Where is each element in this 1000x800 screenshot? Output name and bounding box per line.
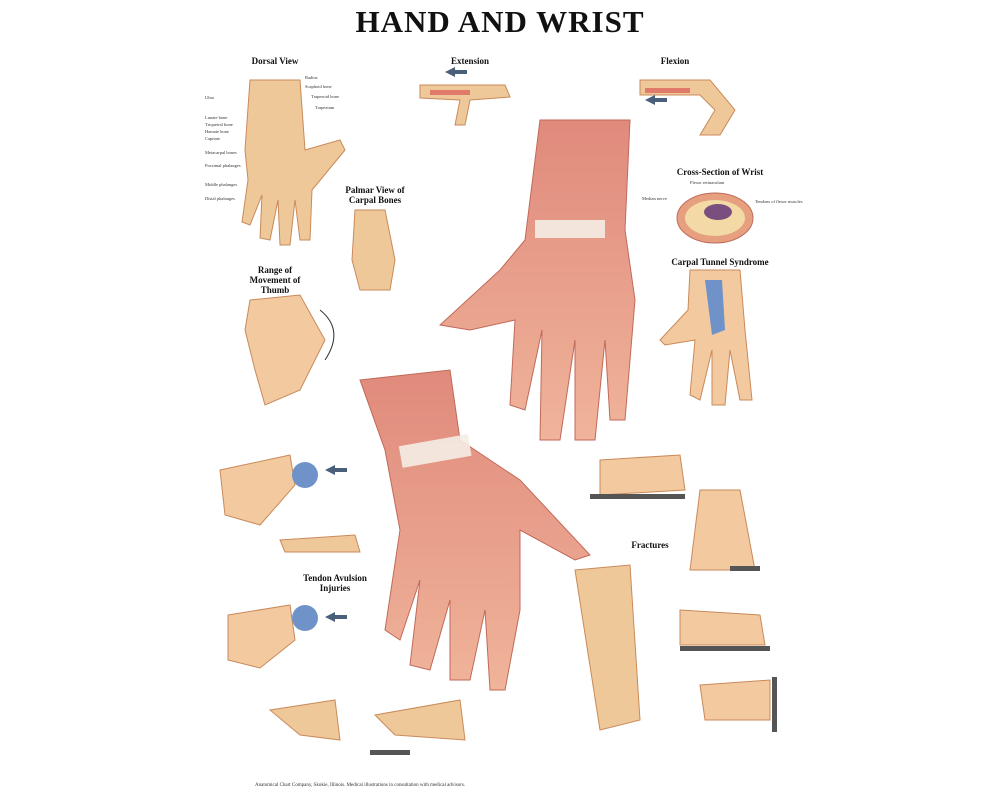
heading-cross-section: Cross-Section of Wrist <box>676 167 764 177</box>
heading-fractures: Fractures <box>631 540 669 550</box>
carpal-bones-illustration <box>351 209 396 291</box>
label: Proximal phalanges <box>205 163 241 168</box>
dorsal-muscle-hand-illustration <box>359 369 591 691</box>
label: Capitate <box>205 136 220 141</box>
page-title: HAND AND WRIST <box>355 4 645 39</box>
label: Distal phalanges <box>205 196 235 201</box>
heading-thumb-range: Range of Movement of Thumb <box>249 265 301 295</box>
label: Metacarpal bones <box>205 150 237 155</box>
footer-credit: Anatomical Chart Company, Skokie, Illino… <box>255 783 466 788</box>
label: Scaphoid bone <box>305 84 332 89</box>
carpal-tunnel-illustration <box>659 269 753 406</box>
label: Flexor retinaculum <box>690 180 725 185</box>
dorsal-view-illustration <box>241 79 346 246</box>
label: Lunate bone <box>205 115 228 120</box>
label: Median nerve <box>642 196 667 201</box>
cross-section-illustration <box>676 192 754 244</box>
label: Tendons of flexor muscles <box>755 199 803 204</box>
flexion-illustration <box>639 79 736 136</box>
heading-carpal-tunnel: Carpal Tunnel Syndrome <box>671 257 769 267</box>
thumb-movement-illustration <box>244 294 335 406</box>
label: Triquetral bone <box>205 122 233 127</box>
heading-tendon-avulsion: Tendon Avulsion Injuries <box>303 573 367 593</box>
heading-extension: Extension <box>450 56 489 66</box>
label: Hamate bone <box>205 129 229 134</box>
label: Trapezium <box>315 105 335 110</box>
label: Radius <box>305 75 318 80</box>
extension-illustration <box>419 84 511 126</box>
label: Middle phalanges <box>205 182 238 187</box>
label: Ulna <box>205 95 214 100</box>
label: Trapezoid bone <box>311 94 339 99</box>
heading-dorsal-view: Dorsal View <box>251 56 299 66</box>
grip-illustrations <box>219 454 466 755</box>
palmar-hand-illustration <box>438 119 636 441</box>
heading-flexion: Flexion <box>660 56 690 66</box>
arrow-icons <box>325 67 667 622</box>
heading-palmar-carpal: Palmar View of Carpal Bones <box>345 185 405 205</box>
fracture-illustrations <box>574 454 777 732</box>
